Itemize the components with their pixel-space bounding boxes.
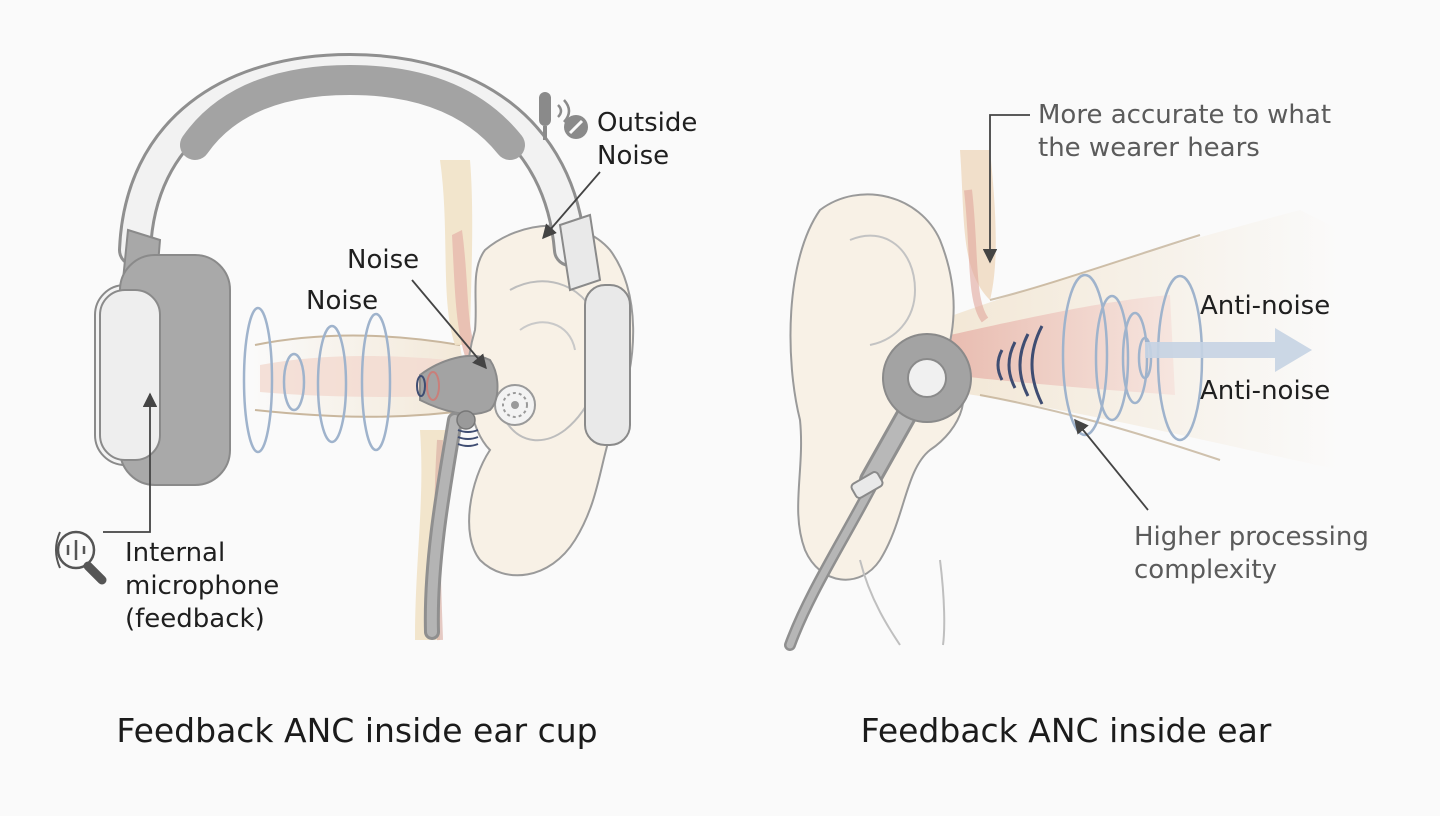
left-panel-caption: Feedback ANC inside ear cup	[116, 711, 597, 750]
right-anti-noise-waves	[1061, 273, 1204, 442]
left-ear-cup[interactable]	[94, 254, 631, 486]
outside-noise-label-line2: Noise	[597, 141, 669, 171]
anti-noise-direction-arrow	[1145, 328, 1312, 372]
right-leader-lines	[982, 114, 1149, 511]
mic-label-line3: (feedback)	[125, 604, 265, 634]
noise-label-lower: Noise	[306, 286, 378, 316]
outside-noise-icon	[539, 92, 588, 140]
accuracy-label-line2: the wearer hears	[1038, 133, 1260, 163]
complexity-label-line1: Higher processing	[1134, 522, 1369, 552]
mic-label-line1: Internal	[125, 538, 225, 568]
left-in-ear-probe	[416, 355, 499, 640]
accuracy-label-line1: More accurate to what	[1038, 100, 1331, 130]
left-headband	[118, 52, 602, 302]
anti-noise-label-upper: Anti-noise	[1200, 291, 1330, 321]
right-panel-illustration: More accurate to what the wearer hears A…	[784, 100, 1369, 750]
right-earbud	[784, 333, 972, 651]
right-emitter-waves	[996, 325, 1044, 405]
noise-label-upper: Noise	[347, 245, 419, 275]
outside-noise-label-line1: Outside	[597, 108, 697, 138]
right-outer-ear	[789, 193, 965, 646]
complexity-label-line2: complexity	[1134, 555, 1277, 585]
left-leader-lines	[103, 171, 601, 533]
left-noise-waves	[242, 306, 392, 454]
anti-noise-label-lower: Anti-noise	[1200, 376, 1330, 406]
mic-label-line2: microphone	[125, 571, 279, 601]
left-panel-illustration: Outside Noise Noise Noise Internal micro…	[55, 52, 697, 750]
right-panel-caption: Feedback ANC inside ear	[861, 711, 1272, 750]
microphone-search-icon	[55, 530, 107, 585]
